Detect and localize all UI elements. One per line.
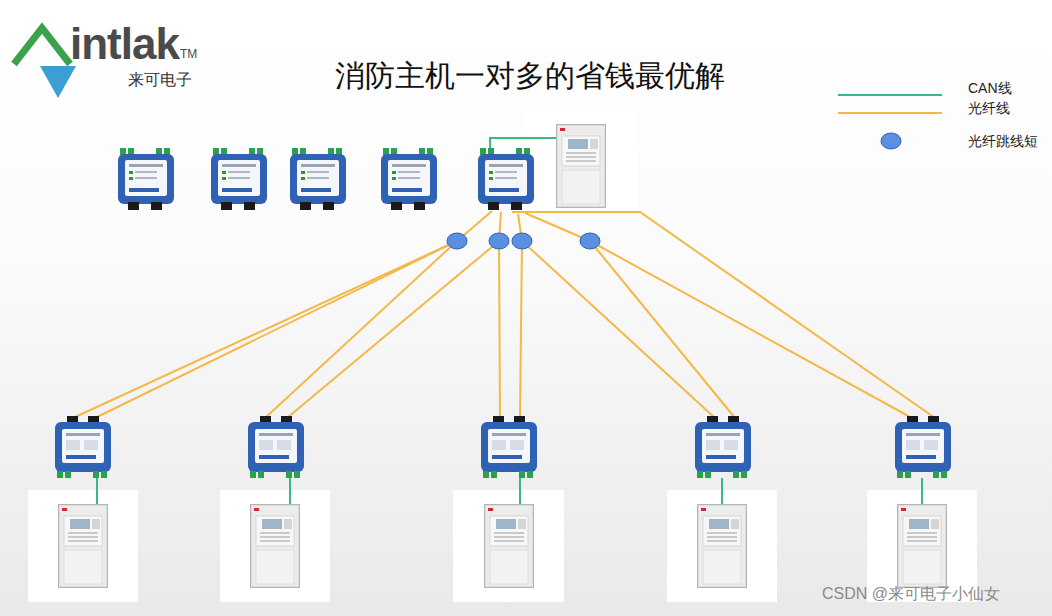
- fire-host-panel: [898, 505, 947, 588]
- fiber-jumper: [512, 233, 532, 249]
- watermark: CSDN @来可电子小仙女: [822, 584, 1000, 603]
- fire-host-panel: [557, 125, 606, 208]
- fiber-jumper: [489, 233, 509, 249]
- converter-module: [55, 416, 111, 478]
- can-wire: [490, 138, 556, 151]
- fire-host-panel: [251, 505, 300, 588]
- legend-circle: [881, 133, 901, 149]
- converter-module: [481, 416, 537, 478]
- logo-mark: [14, 28, 70, 64]
- converter-module: [895, 416, 951, 478]
- converter-module: [478, 148, 534, 210]
- converter-module: [381, 148, 437, 210]
- legend-line: [838, 112, 942, 114]
- logo-text: intlak: [70, 18, 179, 71]
- converter-module: [211, 148, 267, 210]
- legend-text: 光纤跳线短: [968, 133, 1038, 150]
- converter-module: [118, 148, 174, 210]
- converter-module: [695, 416, 751, 478]
- logo-subtext: 来可电子: [128, 70, 192, 89]
- fiber-jumper: [447, 233, 467, 249]
- trademark: TM: [180, 47, 197, 61]
- panel-ground: [453, 490, 564, 602]
- panel-ground: [667, 490, 777, 602]
- title: 消防主机一对多的省钱最优解: [335, 58, 725, 94]
- fire-host-panel: [698, 505, 747, 588]
- converter-module: [290, 148, 346, 210]
- converter-module: [248, 416, 304, 478]
- fiber-lines: [73, 211, 935, 418]
- fire-host-panel: [485, 505, 534, 588]
- legend-line: [838, 94, 942, 96]
- panel-ground: [28, 490, 138, 602]
- logo-mark: [40, 66, 76, 98]
- fiber-jumper: [580, 233, 600, 249]
- panel-ground: [526, 112, 638, 212]
- fire-host-panel: [59, 505, 108, 588]
- panel-ground: [220, 490, 330, 602]
- legend-text: 光纤线: [968, 100, 1010, 117]
- legend-text: CAN线: [968, 80, 1012, 97]
